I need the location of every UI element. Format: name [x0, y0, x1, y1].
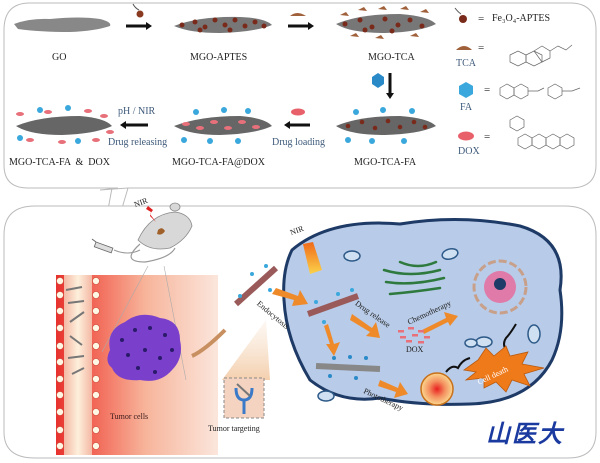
legend-equals-fe3o4: =: [478, 13, 485, 25]
nanosheet-phototherapy: [315, 355, 381, 380]
step-label-mgo-tca: MGO-TCA: [368, 52, 415, 63]
mgo-tca-fa-and-dox-sheet: [16, 105, 114, 144]
legend-equals-tca: =: [478, 42, 485, 54]
cell-death-burst: [462, 345, 545, 393]
nir-lamp-icon: [303, 242, 322, 274]
legend-dox-icon: [458, 131, 474, 141]
squiggle-arrow: [503, 323, 517, 351]
zoom-line: [163, 265, 187, 381]
tumor-cell-cluster: [107, 314, 181, 381]
curved-arrow: [191, 328, 227, 358]
go-sheet: [14, 17, 111, 32]
zoom-line: [101, 265, 149, 353]
dox-particles: [398, 327, 430, 344]
synthesis-panel: [3, 2, 597, 191]
tca-structure: [509, 44, 573, 67]
arrow-label-drug-loading: Drug loading: [272, 137, 326, 148]
step-label-go: GO: [52, 52, 67, 63]
targeting-beam: [222, 320, 270, 380]
dox-molecule-icon: [291, 108, 305, 116]
squiggle-arrow: [445, 357, 471, 373]
arrow-drug-releasing: [120, 121, 148, 129]
tca-molecule-icon: [290, 13, 306, 16]
legend-fa-icon: [459, 82, 473, 98]
arrow-tca-to-fa: [372, 73, 394, 99]
legend-tca-icon: [456, 46, 472, 50]
step-label-mgo-tca-fa-dox: MGO-TCA-FA@DOX: [172, 157, 265, 168]
mgo-tca-fa-sheet: [336, 107, 436, 144]
legend-fe3o4-aptes-icon: [454, 7, 467, 23]
step-label-mgo-tca-fa-and-dox: MGO-TCA-FA & DOX: [9, 157, 110, 168]
dox-label: DOX: [406, 345, 424, 354]
step-label-mgo-tca-fa: MGO-TCA-FA: [354, 157, 417, 168]
fe3o4-aptes-particle-icon: [132, 3, 144, 18]
mgo-aptes-sheet: [174, 16, 272, 33]
nir-beam-icon: [146, 206, 156, 222]
circulating-nanosheets: [65, 286, 85, 375]
arrow-label-drug-releasing: Drug releasing: [108, 137, 168, 148]
arrow-label-ph-nir: pH / NIR: [118, 106, 156, 117]
dox-structure: [509, 115, 575, 150]
legend-equals-fa: =: [484, 84, 491, 96]
fa-structure: [499, 83, 581, 100]
arrow-drug-loading: [284, 108, 310, 129]
tumor-targeting-label: Tumor targeting: [208, 424, 260, 433]
tumor-cells-label: Tumor cells: [110, 412, 149, 421]
arrow-aptes-to-tca: [288, 13, 314, 30]
tumor-nuclei: [120, 326, 174, 374]
legend-equals-dox: =: [484, 131, 491, 143]
tumor-targeting-inset: [223, 377, 265, 419]
golgi-apparatus: [382, 260, 446, 296]
cell-nucleus: [472, 259, 528, 315]
mgo-tca-fa-dox-sheet: [174, 107, 272, 144]
nanosheet-outside: [233, 264, 279, 307]
nanosheet-endocytosed: [306, 288, 360, 324]
syringe-icon: [91, 238, 141, 254]
fa-molecule-icon: [372, 73, 384, 88]
legend-formula-fe3o4-aptes: Fe₃O₄-APTES: [492, 13, 551, 24]
mouse-illustration: [130, 202, 193, 263]
watermark-logo: 山医大: [486, 420, 564, 448]
arrow-go-to-aptes: [126, 22, 152, 30]
legend-name-dox: DOX: [458, 146, 480, 157]
step-label-mgo-aptes: MGO-APTES: [190, 52, 248, 63]
legend-name-tca: TCA: [456, 58, 476, 69]
blood-vessel-lumen: [64, 275, 92, 455]
mitochondria: [317, 247, 541, 402]
photothermal-heat-icon: [420, 372, 454, 406]
legend-name-fa: FA: [460, 102, 473, 113]
process-arrows: [272, 288, 458, 398]
mgo-tca-sheet: [336, 6, 436, 39]
endothelial-cells: [56, 277, 100, 450]
